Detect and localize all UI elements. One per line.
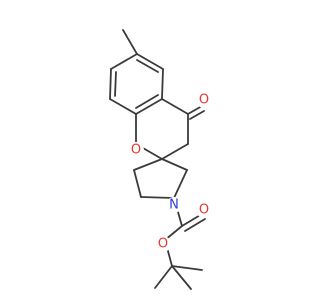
bond-pyr-2 <box>173 169 188 199</box>
bond-pyr-1 <box>161 158 188 171</box>
bond-pyr-3 <box>140 196 175 199</box>
bond-co-2 <box>184 218 206 232</box>
bond-ar-5 <box>161 68 164 100</box>
bond-c3-c2 <box>161 143 189 160</box>
bond-c4-c4a <box>161 98 189 115</box>
bond-ar-4 <box>135 98 163 115</box>
atom-n-pyrrolidine: N <box>169 198 179 213</box>
bond-ar-2 <box>109 68 112 100</box>
bond-ketone-2 <box>189 110 205 120</box>
bond-tbu-3 <box>171 265 192 290</box>
bond-ar-3 <box>109 98 137 115</box>
bond-ar-1 <box>110 53 138 70</box>
atom-o-ketone: O <box>199 93 209 108</box>
atom-o-ring: O <box>131 143 141 158</box>
bond-methyl <box>122 29 138 55</box>
bond-tbu-1 <box>171 265 203 271</box>
atom-o-ester: O <box>158 237 168 252</box>
atom-o-carbonyl: O <box>199 203 209 218</box>
bond-ar-6 <box>136 53 164 70</box>
bond-ar-2b <box>114 71 117 97</box>
bond-tbu-2 <box>154 265 173 289</box>
bond-pyr-5 <box>133 158 163 171</box>
bond-pyr-4 <box>133 169 142 198</box>
bond-ar-4b <box>135 94 159 109</box>
bond-ketone-1 <box>187 105 203 115</box>
atom-labels: O O N O O <box>128 92 212 252</box>
structure-diagram: O O N O O <box>109 29 212 290</box>
bond-ar-6b <box>136 59 159 73</box>
bond-co-1 <box>181 213 203 227</box>
